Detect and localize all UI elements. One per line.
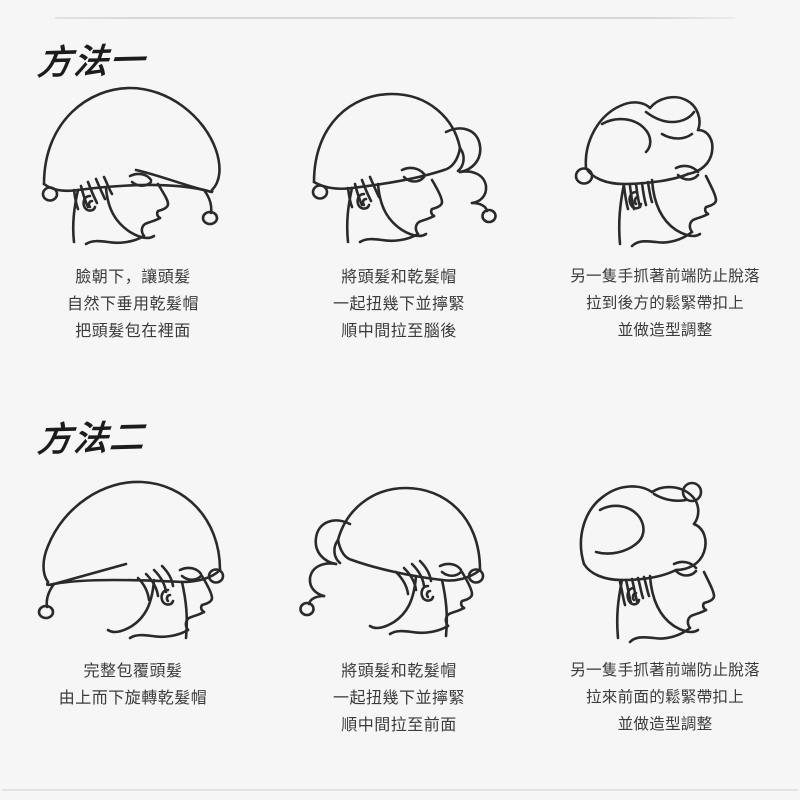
head-profile-towel-bun-top-icon bbox=[540, 466, 790, 651]
caption-line: 並做造型調整 bbox=[617, 321, 713, 339]
caption-line: 自然下垂用乾髮帽 bbox=[66, 294, 199, 313]
head-profile-towel-draped-forward-icon bbox=[8, 72, 258, 257]
method-one-step-2: 將頭髮和乾髮帽 一起扭幾下並擰緊 順中間拉至腦後 bbox=[266, 72, 532, 344]
caption-line: 由上而下旋轉乾髮帽 bbox=[58, 688, 208, 707]
caption-line: 一起扭幾下並擰緊 bbox=[332, 688, 465, 707]
caption-line: 將頭髮和乾髮帽 bbox=[341, 661, 457, 680]
method-one-step-2-caption: 將頭髮和乾髮帽 一起扭幾下並擰緊 順中間拉至腦後 bbox=[333, 263, 465, 344]
method-two-step-2: 將頭髮和乾髮帽 一起扭幾下並擰緊 順中間拉至前面 bbox=[266, 466, 532, 738]
caption-line: 將頭髮和乾髮帽 bbox=[341, 267, 457, 286]
top-divider bbox=[55, 17, 735, 19]
method-one-step-1-caption: 臉朝下，讓頭髮 自然下垂用乾髮帽 把頭髮包在裡面 bbox=[67, 263, 199, 344]
head-profile-towel-wrapped-top-icon bbox=[540, 72, 790, 257]
method-two-heading: 方法二 bbox=[36, 417, 148, 461]
caption-line: 拉來前面的鬆緊帶扣上 bbox=[586, 688, 744, 706]
method-two-step-1-caption: 完整包覆頭髮 由上而下旋轉乾髮帽 bbox=[59, 657, 208, 711]
caption-line: 臉朝下，讓頭髮 bbox=[75, 267, 191, 286]
method-one-step-3-caption: 另一隻手抓著前端防止脫落 拉到後方的鬆緊帶扣上 並做造型調整 bbox=[570, 263, 760, 344]
method-one-step-3: 另一隻手抓著前端防止脫落 拉到後方的鬆緊帶扣上 並做造型調整 bbox=[532, 72, 798, 344]
method-two-step-3: 另一隻手抓著前端防止脫落 拉來前面的鬆緊帶扣上 並做造型調整 bbox=[532, 466, 798, 738]
method-two-steps-row: 完整包覆頭髮 由上而下旋轉乾髮帽 bbox=[0, 466, 800, 738]
caption-line: 另一隻手抓著前端防止脫落 bbox=[570, 661, 760, 679]
caption-line: 完整包覆頭髮 bbox=[83, 661, 183, 680]
method-one-step-1: 臉朝下，讓頭髮 自然下垂用乾髮帽 把頭髮包在裡面 bbox=[0, 72, 266, 344]
caption-line: 一起扭幾下並擰緊 bbox=[332, 294, 465, 313]
method-two-step-1: 完整包覆頭髮 由上而下旋轉乾髮帽 bbox=[0, 466, 266, 738]
method-two-step-3-caption: 另一隻手抓著前端防止脫落 拉來前面的鬆緊帶扣上 並做造型調整 bbox=[570, 657, 760, 738]
caption-line: 拉到後方的鬆緊帶扣上 bbox=[586, 294, 744, 312]
method-one-steps-row: 臉朝下，讓頭髮 自然下垂用乾髮帽 把頭髮包在裡面 bbox=[0, 72, 800, 344]
caption-line: 把頭髮包在裡面 bbox=[75, 321, 191, 340]
caption-line: 並做造型調整 bbox=[617, 715, 713, 733]
bottom-divider bbox=[2, 789, 798, 791]
caption-line: 另一隻手抓著前端防止脫落 bbox=[570, 267, 760, 285]
head-profile-towel-draped-backward-icon bbox=[8, 466, 258, 651]
caption-line: 順中間拉至腦後 bbox=[341, 321, 457, 340]
caption-line: 順中間拉至前面 bbox=[341, 715, 457, 734]
head-profile-towel-twisted-back-icon bbox=[274, 72, 524, 257]
head-profile-towel-twisted-front-icon bbox=[274, 466, 524, 651]
method-two-step-2-caption: 將頭髮和乾髮帽 一起扭幾下並擰緊 順中間拉至前面 bbox=[333, 657, 465, 738]
